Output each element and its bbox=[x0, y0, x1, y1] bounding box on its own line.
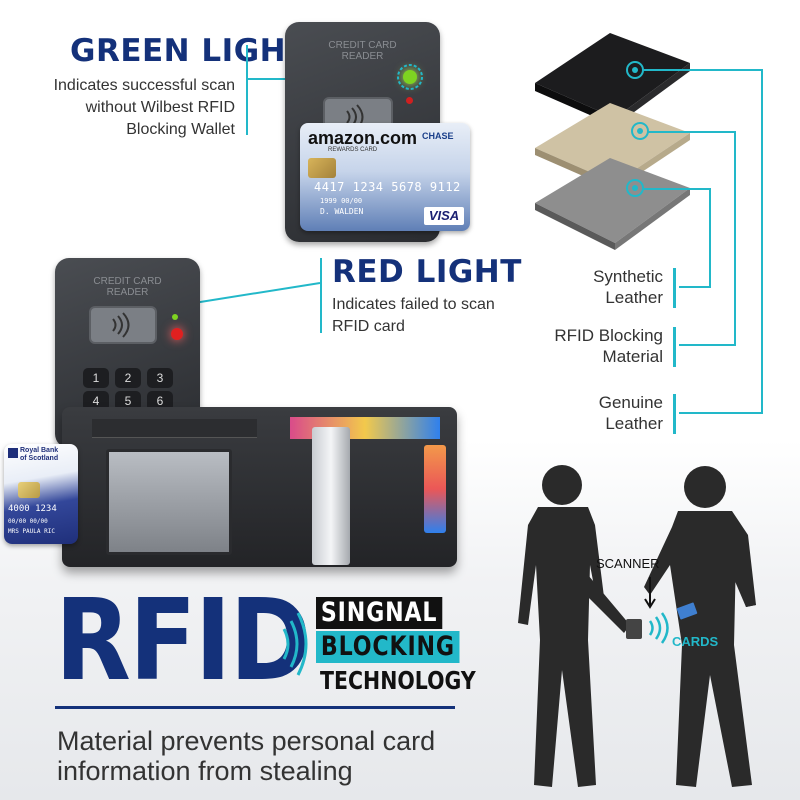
green-led bbox=[403, 70, 417, 84]
rbs-card: Royal Bank of Scotland 4000 1234 00/00 0… bbox=[4, 444, 78, 544]
card-expiry: 1999 00/00 bbox=[320, 197, 363, 205]
green-light-title: GREEN LIGHT bbox=[70, 33, 308, 69]
card-expiry: 00/00 00/00 bbox=[8, 518, 48, 525]
green-light-desc-line: Blocking Wallet bbox=[126, 121, 235, 138]
pickpocket-scene bbox=[518, 465, 756, 787]
reader-contactless-window bbox=[89, 306, 157, 344]
pocket-card bbox=[676, 602, 698, 620]
red-light-desc-line: RFID card bbox=[332, 318, 405, 335]
rfid-blocking-layer bbox=[535, 103, 690, 183]
scanner-device bbox=[626, 619, 642, 639]
layer-bracket bbox=[672, 327, 676, 367]
keypad-key: 1 bbox=[83, 368, 109, 388]
red-light-description: Indicates failed to scan RFID card bbox=[332, 294, 542, 338]
reader-label: CREDIT CARD bbox=[93, 276, 162, 287]
material-layers-illustration bbox=[535, 33, 690, 250]
layer-bracket bbox=[672, 268, 676, 308]
rfid-wallet bbox=[62, 407, 457, 567]
card-chip bbox=[18, 482, 40, 498]
green-light-description: Indicates successful scan without Wilbes… bbox=[20, 75, 235, 141]
technology-label: TECHNOLOGY bbox=[320, 666, 476, 695]
card-holder: MRS PAULA RIC bbox=[8, 528, 55, 535]
cards-label: CARDS bbox=[672, 634, 719, 649]
wallet-id-window bbox=[106, 449, 232, 555]
rbs-bank-name: of Scotland bbox=[20, 455, 59, 462]
contactless-icon bbox=[112, 312, 130, 338]
rbs-bank-name: Royal Bank bbox=[20, 447, 59, 454]
layer-connector bbox=[643, 69, 763, 71]
green-callout-line bbox=[246, 45, 248, 135]
layer-bracket bbox=[672, 394, 676, 434]
singnal-label: SINGNAL bbox=[316, 597, 443, 629]
layer-connector bbox=[648, 131, 736, 133]
red-light-title: RED LIGHT bbox=[332, 254, 522, 290]
signal-wave-icon bbox=[648, 620, 654, 636]
layer-connector bbox=[679, 286, 711, 288]
red-callout-line bbox=[191, 282, 321, 305]
green-light-desc-line: without Wilbest RFID bbox=[85, 99, 235, 116]
layer-label-synthetic: Synthetic Leather bbox=[593, 267, 663, 307]
card-number: 4417 1234 5678 9112 bbox=[314, 180, 461, 194]
keypad-key: 5 bbox=[115, 391, 141, 411]
rbs-logo-icon bbox=[8, 448, 18, 458]
visa-logo: VISA bbox=[424, 207, 464, 225]
signal-waves-icon bbox=[282, 612, 308, 676]
card-brand: amazon.com bbox=[308, 128, 418, 148]
keypad-key: 6 bbox=[147, 391, 173, 411]
green-light-desc-line: Indicates successful scan bbox=[53, 77, 235, 94]
layer-connector bbox=[643, 188, 711, 190]
red-led bbox=[171, 328, 183, 340]
card-bank: CHASE bbox=[422, 131, 454, 141]
tagline-line: information from stealing bbox=[57, 756, 353, 786]
tagline: Material prevents personal card informat… bbox=[57, 726, 497, 786]
keypad-key: 2 bbox=[115, 368, 141, 388]
blocking-label: BLOCKING bbox=[316, 631, 460, 663]
person-silhouette-right bbox=[644, 466, 756, 787]
card-sub: REWARDS CARD bbox=[328, 147, 378, 153]
layer-label-genuine: Genuine Leather bbox=[598, 393, 663, 433]
keypad-key: 4 bbox=[83, 391, 109, 411]
wallet-money-clip bbox=[312, 427, 350, 565]
reader-label: READER bbox=[106, 287, 149, 298]
red-callout-line bbox=[320, 258, 322, 333]
layer-connector bbox=[679, 344, 736, 346]
red-led-off bbox=[406, 97, 413, 104]
synthetic-leather-layer bbox=[535, 33, 690, 118]
card-number: 4000 1234 bbox=[8, 504, 57, 514]
wallet-zip-pocket bbox=[92, 419, 257, 438]
rfid-headline: RFID bbox=[55, 576, 311, 706]
amazon-rewards-card: amazon.com REWARDS CARD CHASE 4417 1234 … bbox=[300, 123, 470, 231]
tagline-line: Material prevents personal card bbox=[57, 726, 436, 756]
red-light-desc-line: Indicates failed to scan bbox=[332, 296, 495, 313]
green-led-off bbox=[172, 314, 178, 320]
card-chip bbox=[308, 158, 336, 178]
layer-connector bbox=[761, 69, 763, 413]
genuine-leather-layer bbox=[535, 158, 690, 243]
reader-label: CREDIT CARD bbox=[328, 40, 397, 51]
layer-connector bbox=[679, 412, 763, 414]
reader-label: READER bbox=[341, 51, 384, 62]
keypad-key: 3 bbox=[147, 368, 173, 388]
scanner-label: SCANNER bbox=[596, 556, 660, 571]
layer-label-rfid: RFID Blocking Material bbox=[554, 326, 663, 366]
green-led-highlight-icon bbox=[397, 64, 423, 90]
headline-divider bbox=[55, 706, 455, 709]
card-holder: D. WALDEN bbox=[320, 207, 364, 216]
wallet-card-slot bbox=[424, 445, 446, 533]
layer-connector bbox=[709, 188, 711, 288]
layer-connector bbox=[734, 131, 736, 346]
person-silhouette-left bbox=[518, 465, 630, 787]
